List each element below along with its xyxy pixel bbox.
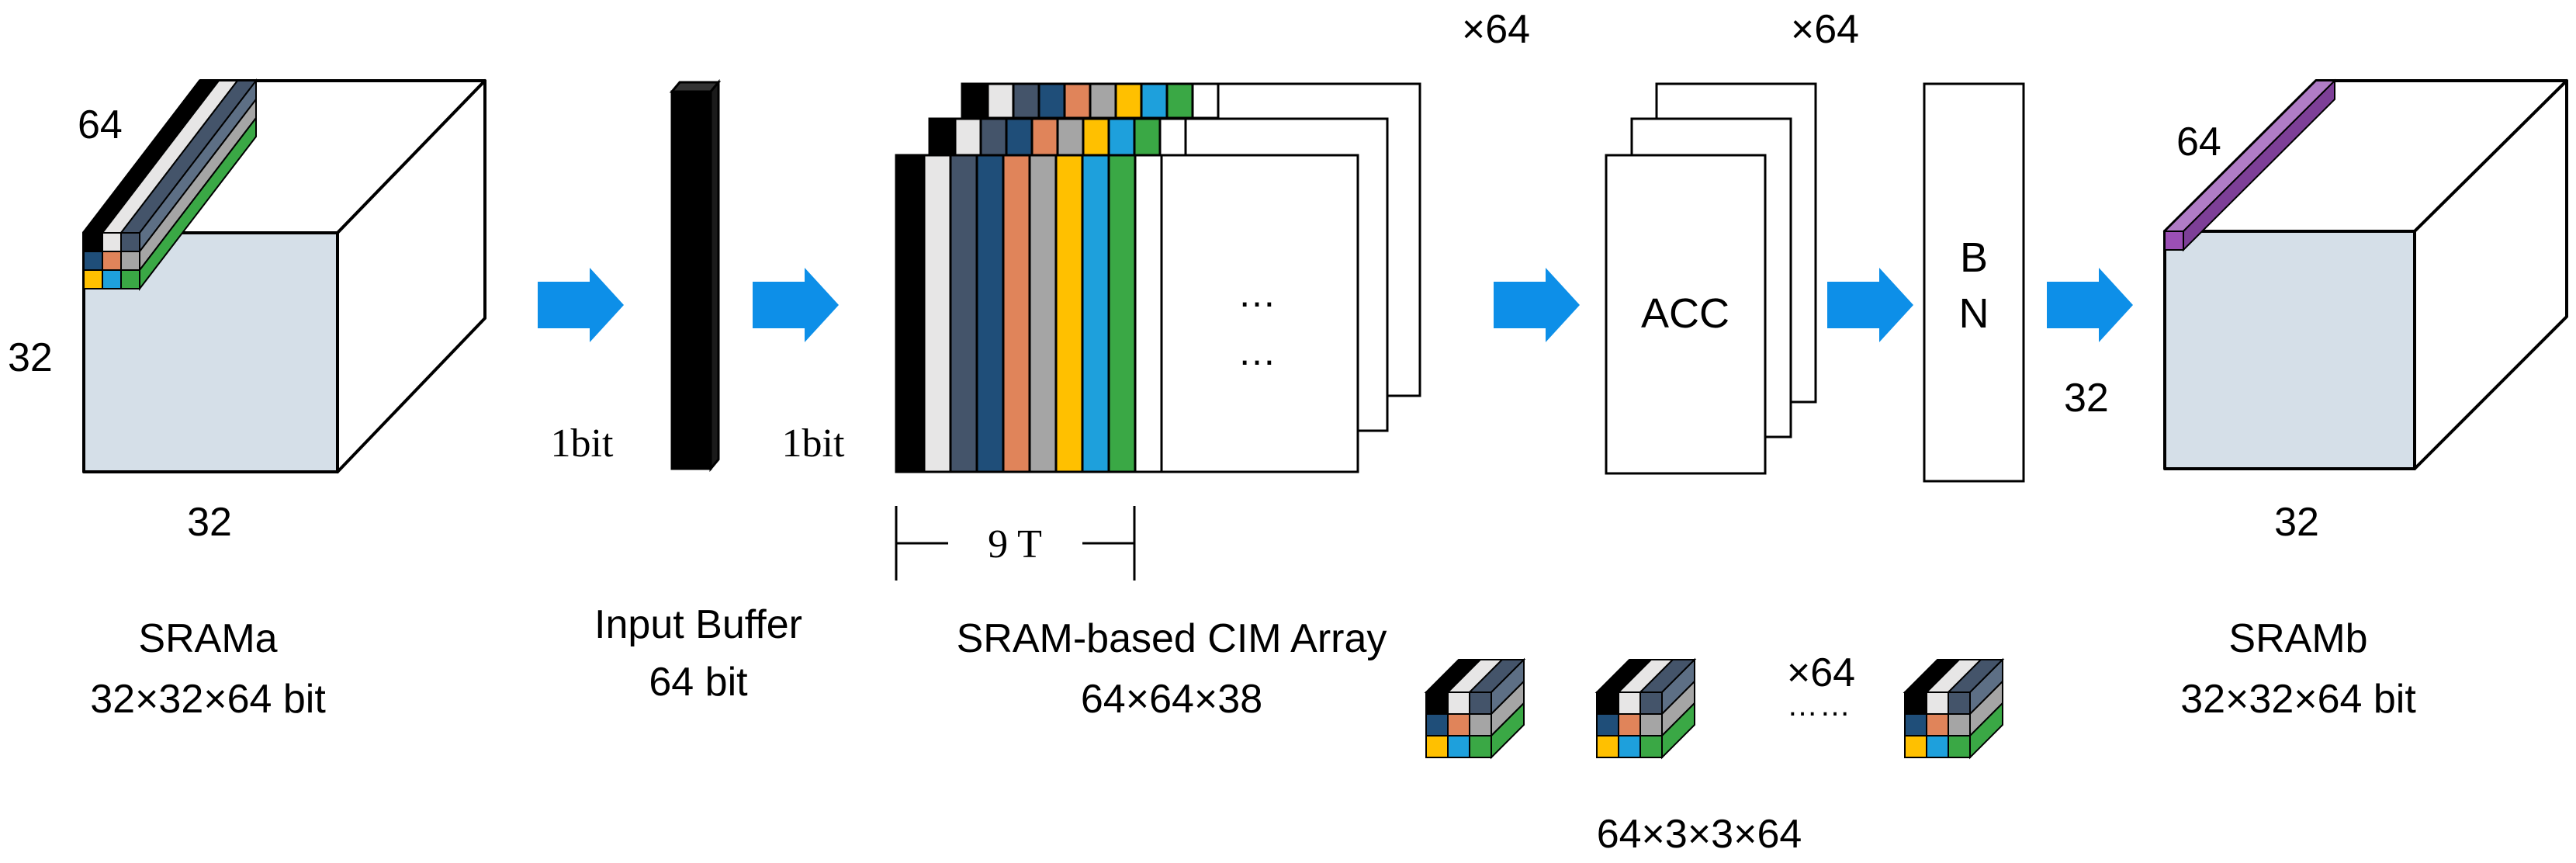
cim-layer-front xyxy=(895,154,1359,473)
sram-b-cube xyxy=(2163,79,2568,470)
bn-block xyxy=(1923,82,2025,483)
slice-cell-green xyxy=(120,269,140,289)
cim-column-slate xyxy=(949,154,978,473)
cim-column-white xyxy=(1134,154,1163,473)
slice-cell-yellow xyxy=(83,269,103,289)
sram-b-size: 32×32×64 bit xyxy=(2180,677,2416,722)
bn-line-2: N xyxy=(1959,290,1989,337)
slice-cell-lightgray xyxy=(102,232,122,252)
cim-repeat-label: ×64 xyxy=(1462,7,1530,52)
bn-line-1: B xyxy=(1960,234,1988,281)
sram-b-purple-slice xyxy=(2162,78,2337,252)
sram-b-width-label: 32 xyxy=(2274,500,2319,545)
slice-cell-gray xyxy=(120,251,140,271)
acc-repeat-label: ×64 xyxy=(1791,7,1859,52)
sram-a-size: 32×32×64 bit xyxy=(90,677,326,722)
sram-b-title: SRAMb xyxy=(2228,616,2367,661)
cim-column-yellow xyxy=(1054,154,1084,473)
acc-label: ACC xyxy=(1641,290,1729,337)
cim-column-blue xyxy=(975,154,1005,473)
input-buffer-front xyxy=(670,90,712,470)
slice-cell-slate xyxy=(120,232,140,252)
cim-dots-2: … xyxy=(1238,330,1276,373)
cim-column-lightgray xyxy=(923,154,952,473)
purple-slice-front xyxy=(2164,230,2184,251)
sram-b-height-label: 32 xyxy=(2064,376,2109,421)
sram-a-width-label: 32 xyxy=(187,500,232,545)
sram-b-front-face xyxy=(2163,230,2416,470)
input-buffer-title: Input Buffer xyxy=(594,602,802,647)
cim-column-black xyxy=(895,154,926,473)
bit-label-2: 1bit xyxy=(782,421,845,466)
slice-cell-black xyxy=(83,232,103,252)
arrow-right-icon xyxy=(753,268,839,342)
sram-a-color-slice xyxy=(81,78,258,291)
kernel-cube xyxy=(1424,657,1526,760)
cim-column-sky xyxy=(1081,154,1110,473)
input-buffer-size: 64 bit xyxy=(649,660,748,705)
sram-a-depth-label: 64 xyxy=(78,102,123,147)
sram-b-depth-label: 64 xyxy=(2176,120,2221,165)
cim-column-green xyxy=(1107,154,1137,473)
slice-cell-orange xyxy=(102,251,122,271)
sram-a-height-label: 32 xyxy=(8,335,53,380)
arrow-right-icon xyxy=(538,268,624,342)
nine-t-label: 9 T xyxy=(988,522,1042,567)
kernel-repeat-label: ×64 xyxy=(1787,650,1855,695)
slice-cell-sky xyxy=(102,269,122,289)
cim-column-orange xyxy=(1002,154,1031,473)
cim-dots-1: … xyxy=(1238,272,1276,315)
acc-stack xyxy=(1605,82,1817,475)
sram-a-title: SRAMa xyxy=(138,616,277,661)
arrow-right-icon xyxy=(1827,268,1913,342)
bit-label-1: 1bit xyxy=(551,421,614,466)
arrow-right-icon xyxy=(1494,268,1580,342)
cim-size: 64×64×38 xyxy=(1081,677,1262,722)
acc-layer-front xyxy=(1605,154,1767,475)
kernel-cube xyxy=(1594,657,1697,760)
kernel-size: 64×3×3×64 xyxy=(1597,812,1802,857)
cim-column-gray xyxy=(1028,154,1058,473)
slice-cell-blue xyxy=(83,251,103,271)
kernel-cube xyxy=(1903,657,2005,760)
arrow-right-icon xyxy=(2047,268,2133,342)
nine-t-bracket xyxy=(895,506,1136,581)
cim-title: SRAM-based CIM Array xyxy=(957,616,1387,661)
kernel-ellipsis: …… xyxy=(1787,688,1852,723)
input-buffer-bar xyxy=(669,78,722,473)
